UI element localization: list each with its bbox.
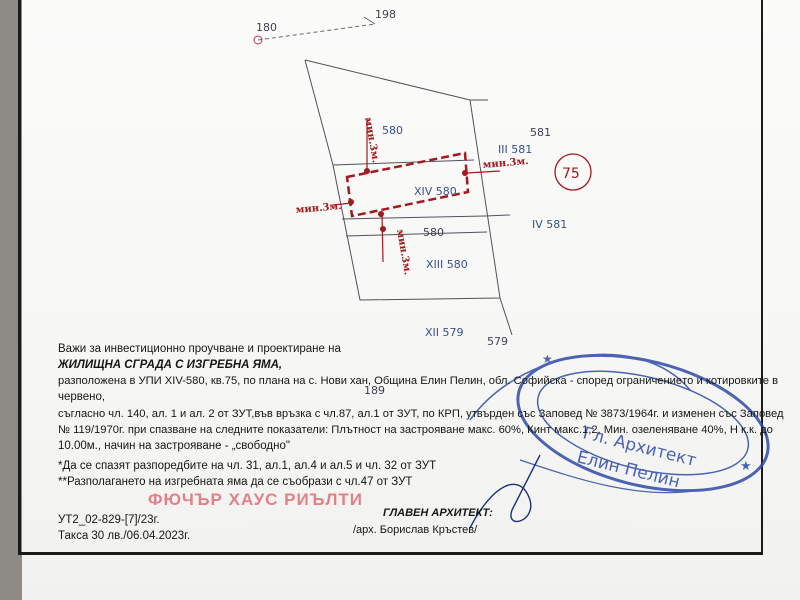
street-arrow — [363, 16, 376, 25]
block-number-circle — [554, 153, 592, 191]
plot-label-xii-579: XII 579 — [425, 326, 464, 339]
building-envelope — [332, 118, 501, 263]
setback-label-west: мин.3м. — [295, 201, 342, 216]
parameters-line-cont: 10.00м., начин на застрояване - „свободн… — [58, 440, 290, 452]
document-frame — [18, 0, 763, 555]
street-label-198: 198 — [375, 8, 396, 21]
chief-architect-name: /арх. Борислав Кръстев/ — [353, 524, 478, 536]
setback-label-east: мин.3м. — [482, 156, 529, 171]
setback-label-south: мин.3м. — [394, 229, 413, 276]
plot-label-south: XIII 580 — [426, 258, 468, 271]
plot-boundaries — [304, 59, 513, 336]
legal-basis-line: съгласно чл. 140, ал. 1 и ал. 2 от ЗУТ,в… — [58, 408, 784, 420]
building-type-line: ЖИЛИЩНА СГРАДА С ИЗГРЕБНА ЯМА, — [58, 359, 283, 371]
applicant-company: ФЮЧЪР ХАУС РИЪЛТИ — [148, 490, 364, 509]
plot-label-center: 580 — [423, 226, 444, 239]
plot-label-subject: XIV 580 — [414, 185, 457, 198]
reference-number: УТ2_02-829-[7]/23г. — [58, 514, 160, 526]
plot-label-iii-581: III 581 — [498, 143, 532, 156]
street-label-180: 180 — [256, 21, 277, 34]
valid-for-line: Важи за инвестиционно проучване и проект… — [58, 343, 341, 355]
plot-label-579: 579 — [487, 335, 508, 348]
street-axis-line — [257, 23, 376, 41]
svg-text:★: ★ — [740, 459, 752, 474]
block-number-label: 75 — [562, 166, 580, 182]
svg-text:★: ★ — [542, 352, 553, 366]
location-line: разположена в УПИ XIV-580, кв.75, по пла… — [58, 375, 779, 387]
plot-label-581: 581 — [530, 126, 551, 139]
fee-date: Такса 30 лв./06.04.2023г. — [58, 530, 191, 542]
chief-architect-title: ГЛАВЕН АРХИТЕКТ: — [383, 507, 493, 519]
document-sheet — [22, 0, 800, 600]
plot-label-iv-581: IV 581 — [532, 218, 567, 231]
chief-architect-signature — [469, 454, 541, 529]
parameters-line: № 119/1970г. при спазване на следните по… — [58, 424, 773, 436]
setback-label-north: мин.3м. — [362, 117, 381, 164]
footnote-2: **Разполагането на изгребната яма да се … — [58, 476, 413, 488]
footnote-1: *Да се спазят разпоредбите на чл. 31, ал… — [58, 460, 437, 472]
street-point-180 — [253, 35, 263, 45]
location-line-cont: червено, — [58, 391, 106, 403]
plot-label-189: 189 — [364, 384, 385, 397]
plot-label-north: 580 — [382, 124, 403, 137]
